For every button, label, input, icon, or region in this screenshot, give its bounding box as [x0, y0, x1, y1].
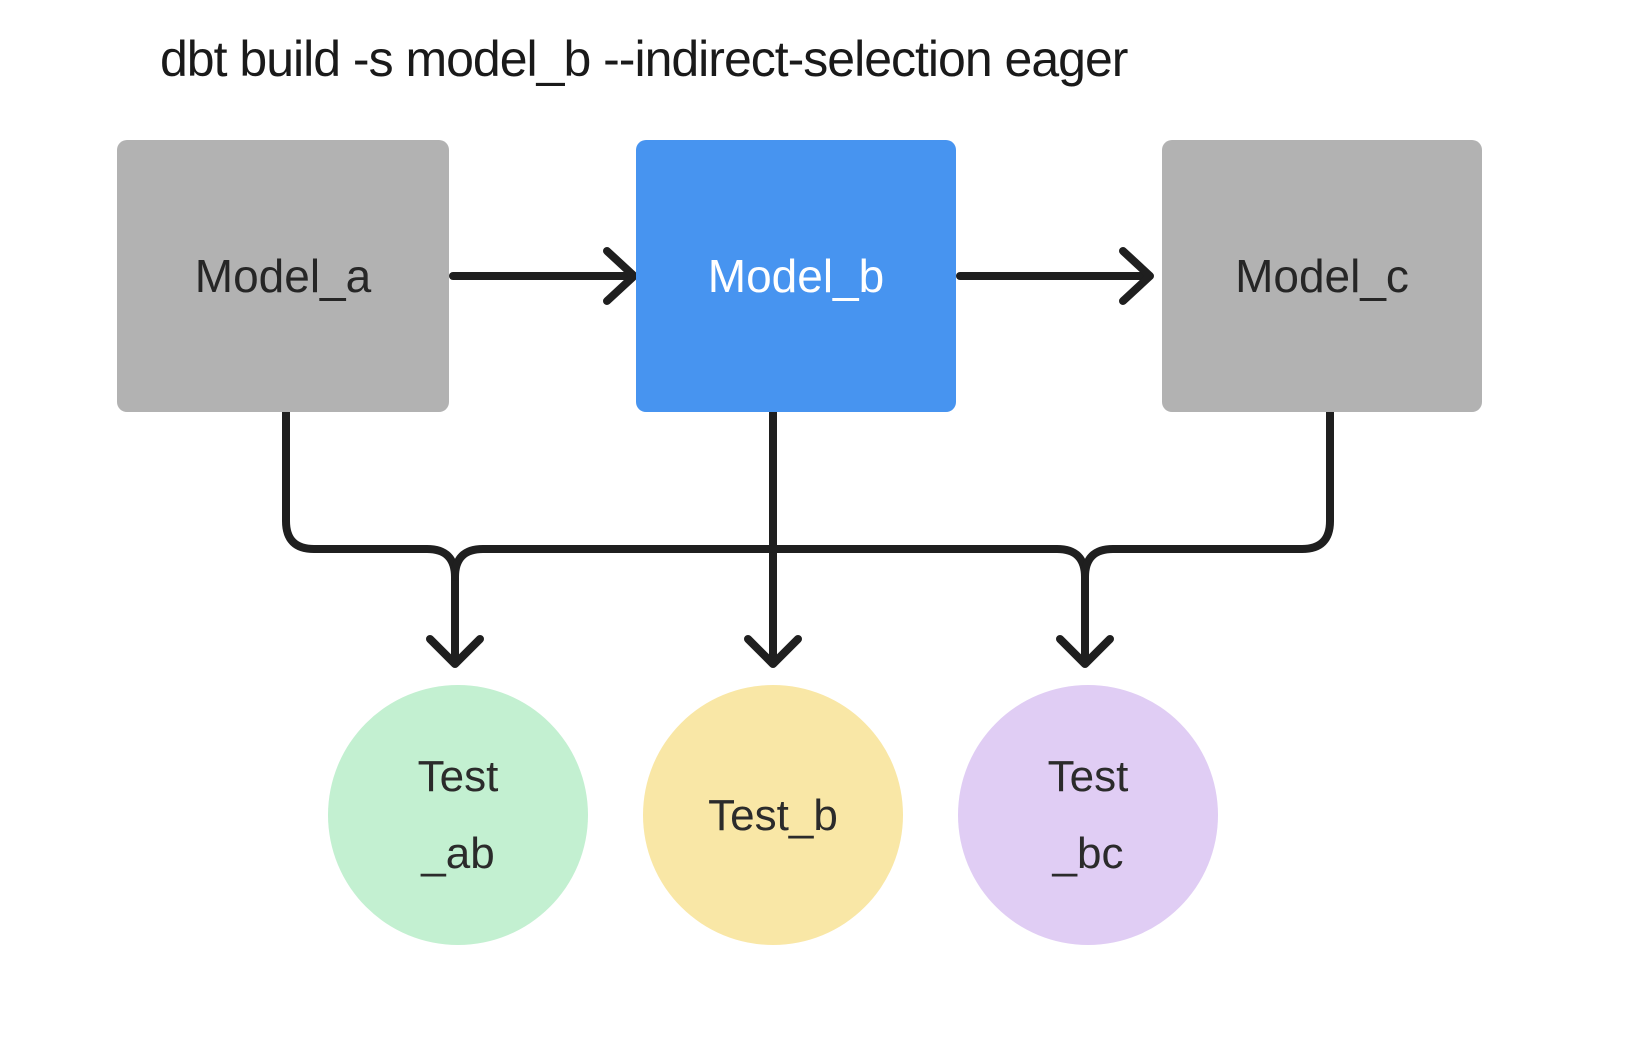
node-model-a-label: Model_a: [194, 250, 372, 302]
edge-model-a-to-test-ab: [282, 402, 459, 662]
node-test-ab-label-line1: Test: [417, 752, 499, 801]
arrowhead-right-icon: [1119, 247, 1154, 305]
command-title: dbt build -s model_b --indirect-selectio…: [160, 31, 1128, 87]
node-test-b-label: Test_b: [708, 790, 838, 840]
node-model-a[interactable]: Model_a: [117, 140, 449, 412]
edge-model-b-to-test-bc: [769, 545, 1089, 581]
node-model-b[interactable]: Model_b: [636, 140, 956, 412]
node-test-bc[interactable]: Test _bc: [958, 685, 1218, 945]
node-test-ab[interactable]: Test _ab: [328, 685, 588, 945]
edge-model-b-to-test-ab: [451, 545, 777, 581]
node-test-b[interactable]: Test_b: [643, 685, 903, 945]
arrowhead-down-icon: [426, 635, 484, 668]
arrowhead-down-icon: [744, 635, 802, 668]
node-test-ab-label-line2: _ab: [421, 829, 495, 878]
node-model-c[interactable]: Model_c: [1162, 140, 1482, 412]
node-model-b-label: Model_b: [707, 250, 885, 302]
edge-model-c-to-test-bc: [1081, 402, 1334, 662]
node-test-bc-label-line2: _bc: [1052, 829, 1124, 878]
node-test-bc-label-line1: Test: [1047, 752, 1129, 801]
arrowhead-right-icon: [603, 247, 638, 305]
arrowhead-down-icon: [1056, 635, 1114, 668]
node-model-c-label: Model_c: [1235, 250, 1409, 302]
